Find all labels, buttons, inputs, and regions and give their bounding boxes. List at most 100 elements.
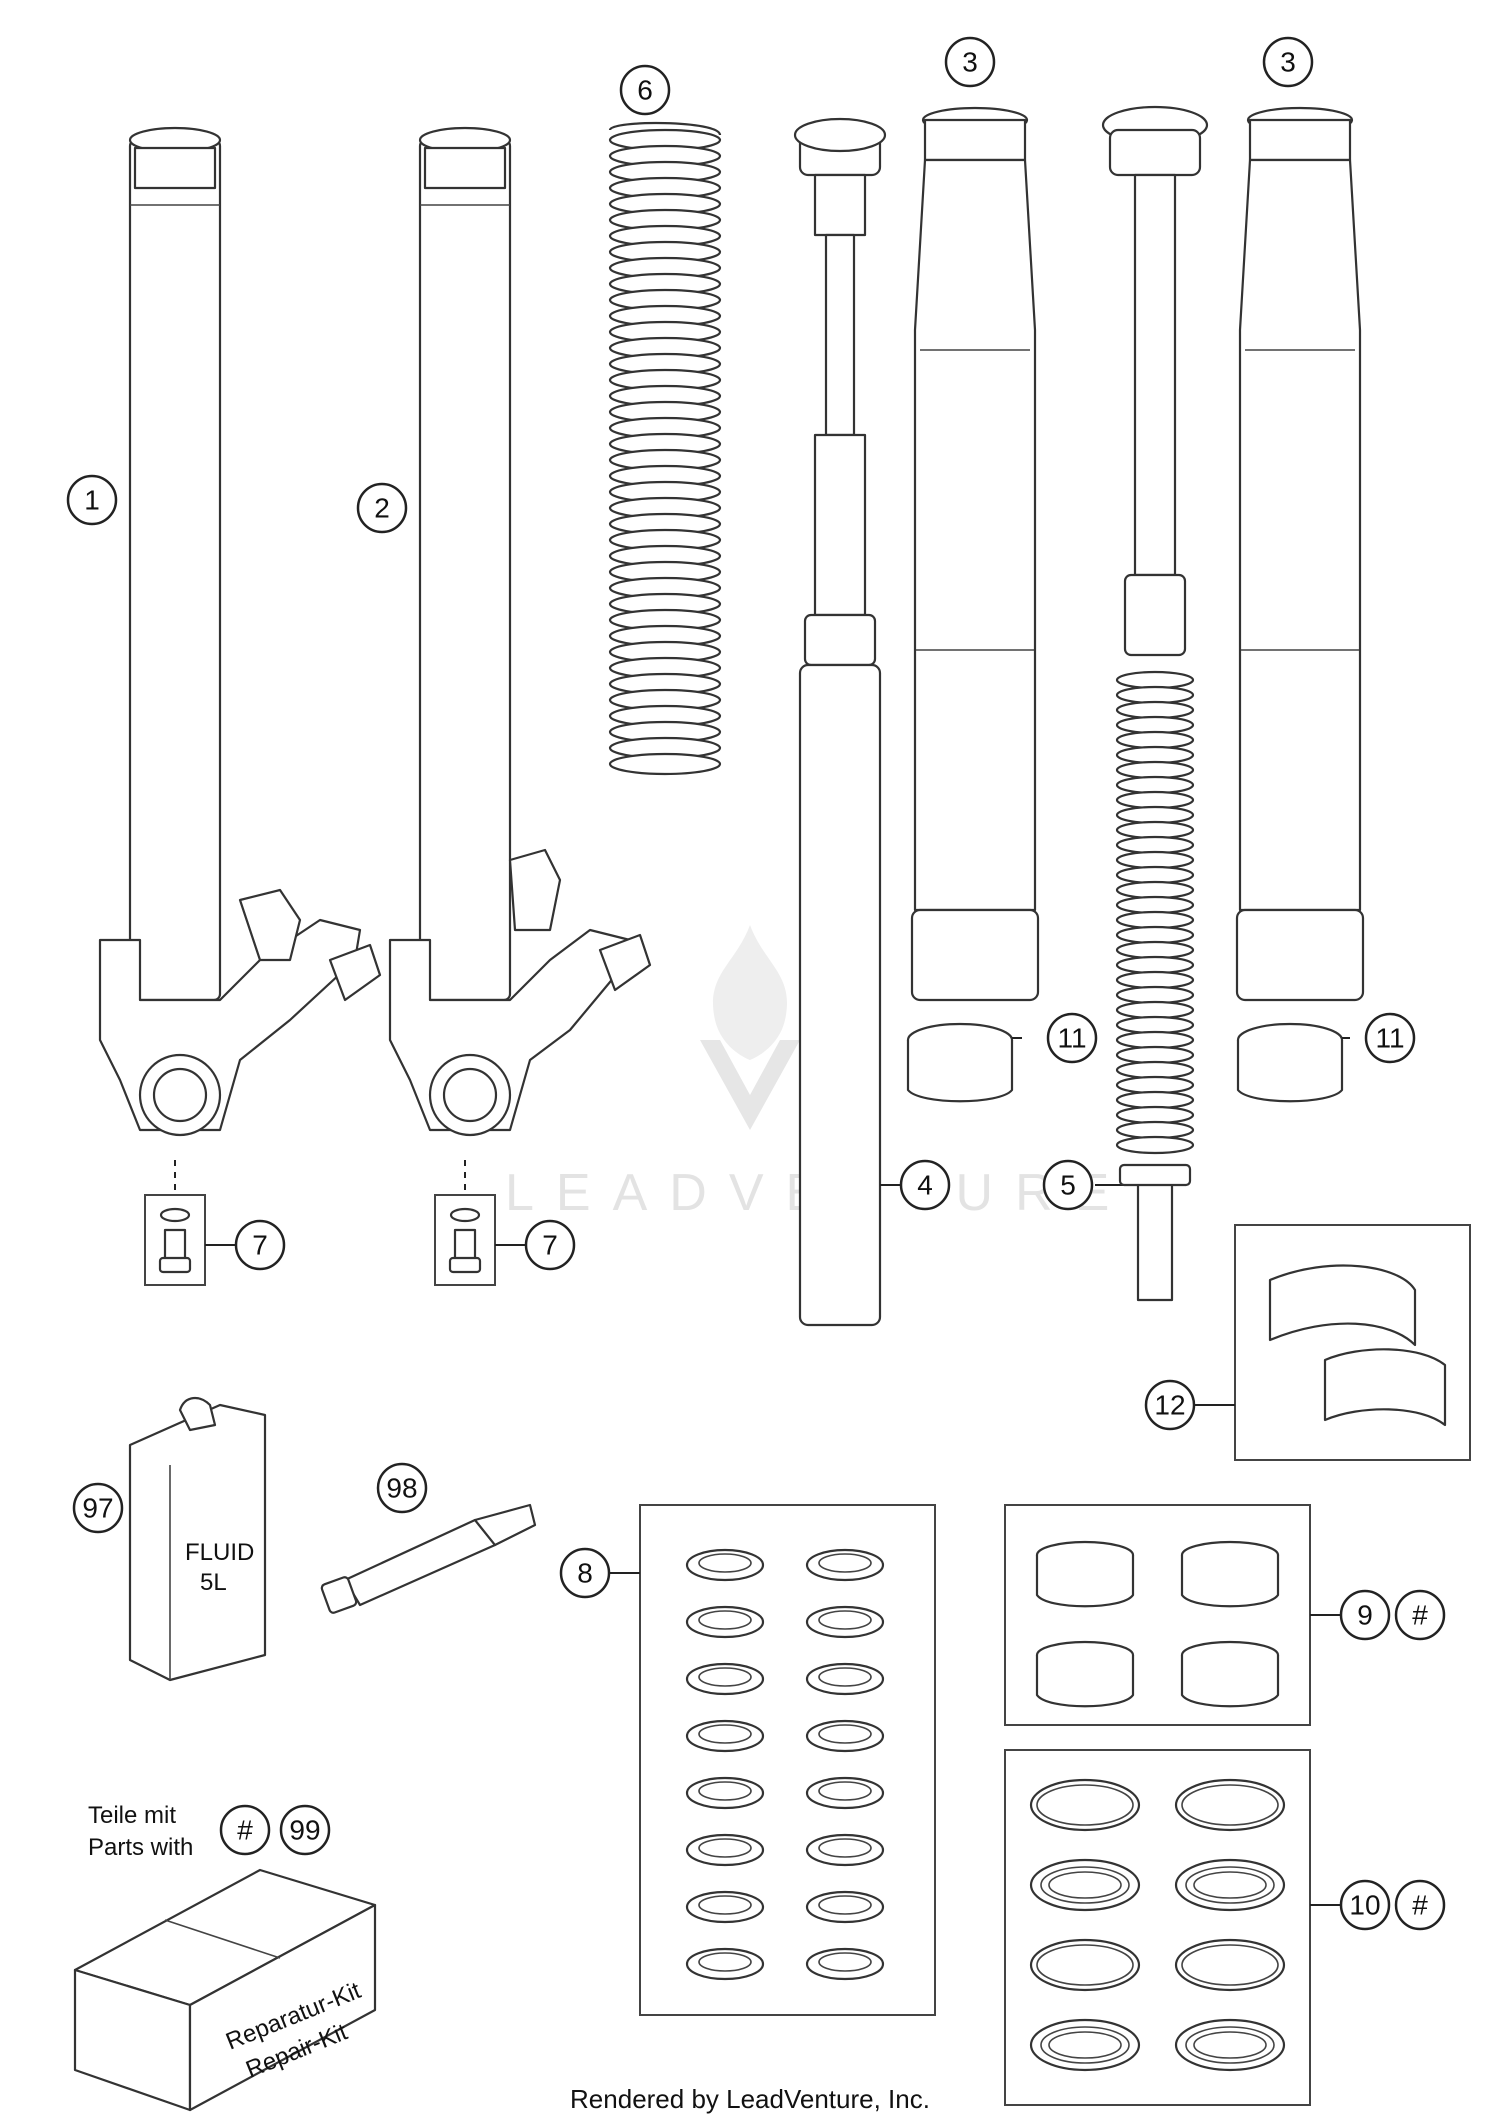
callout-7-left-label: 7 [252,1230,268,1261]
drain-screw-left [144,1194,206,1286]
guide-bushing-body [1180,1655,1280,1708]
spring-coil [1115,1075,1195,1095]
fork-spring [608,121,722,776]
damper-cartridge-left [793,117,887,1327]
spring-coil [1115,1060,1195,1080]
spring-coil [1115,910,1195,930]
callout-8: 8 [559,1547,611,1599]
spring-coil [1115,775,1195,795]
callout-99: 99 [279,1804,331,1856]
spring-bushing-left [906,1022,1014,1103]
spring-coil [1115,940,1195,960]
seal-ring-inner [698,1667,752,1687]
callout-7-left: 7 [234,1219,286,1271]
callout-6-label: 6 [637,75,653,106]
outer-tube-right [388,126,652,1200]
spring-coil [1115,1090,1195,1110]
seal-ring-lip [1040,2026,1130,2064]
fluid-label-line2: 5L [200,1569,227,1596]
fork-oil-can: FLUID 5L [128,1397,267,1682]
spring-seat [1118,1163,1192,1187]
callout-1: 1 [66,474,118,526]
seal-ring-inner [698,1895,752,1915]
outer-tube-left [98,126,382,1200]
spring-coil [1115,805,1195,825]
seal-ring-inner [698,1724,752,1744]
callout-5-label: 5 [1060,1170,1076,1201]
callout-3-right-label: 3 [1280,47,1296,78]
seal-ring-inner [1036,1784,1134,1826]
damper-cartridge-right [1101,105,1209,1302]
callout-7-right-label: 7 [542,1230,558,1261]
seal-kit-box [639,1504,936,2016]
callout-10-hash: # [1394,1879,1446,1931]
seal-ring [1174,1938,1286,1992]
callout-12-label: 12 [1154,1390,1185,1421]
spring-coil [1115,895,1195,915]
spring-coil [1115,1045,1195,1065]
callout-99-hash-label: # [237,1815,253,1846]
kit-note-line1: Teile mit [88,1802,176,1829]
callout-97-label: 97 [82,1493,113,1524]
callout-98-label: 98 [386,1473,417,1504]
callout-2: 2 [356,482,408,534]
seal-ring-lip [1185,1866,1275,1904]
seal-ring-inner [818,1952,872,1972]
guide-bushing-body [1035,1655,1135,1708]
callout-99-hash: # [219,1804,271,1856]
spring-coil [1115,670,1195,690]
callout-3-right: 3 [1262,36,1314,88]
spring-coil [1115,820,1195,840]
spring-coil [1115,1135,1195,1155]
callout-4-label: 4 [917,1170,933,1201]
callout-3-left-label: 3 [962,47,978,78]
callout-4: 4 [899,1159,951,1211]
spring-coil [1115,685,1195,705]
kit-note-line2: Parts with [88,1834,193,1861]
seal-ring-inner [818,1781,872,1801]
spring-coil [1115,790,1195,810]
seal-ring-inner [818,1895,872,1915]
callout-3-left: 3 [944,36,996,88]
callout-9-hash: # [1394,1589,1446,1641]
spring-coil [1115,925,1195,945]
callout-10-hash-label: # [1412,1890,1428,1921]
spring-coil [1115,1015,1195,1035]
callout-11-left-label: 11 [1057,1023,1086,1054]
spring-coil [1115,1105,1195,1125]
callout-8-label: 8 [577,1558,593,1589]
spring-coil [1115,880,1195,900]
seal-ring-inner [698,1610,752,1630]
seal-ring-inner [818,1610,872,1630]
callout-98: 98 [376,1462,428,1514]
callout-11-left: 11 [1046,1012,1098,1064]
spring-coil [1115,715,1195,735]
seal-ring [1174,2018,1286,2072]
seal-ring-inner [1036,1944,1134,1986]
spring-coil [1115,835,1195,855]
callout-9: 9 [1339,1589,1391,1641]
callout-10: 10 [1339,1879,1391,1931]
spring-coil [1115,700,1195,720]
seal-ring [1174,1778,1286,1832]
repair-kit-box: Reparatur-Kit Repair-Kit [73,1868,377,2112]
footer-credit: Rendered by LeadVenture, Inc. [570,2084,930,2114]
spring-coil [1115,955,1195,975]
callout-11-right-label: 11 [1375,1023,1404,1054]
seal-ring-inner [818,1553,872,1573]
inner-tube-left [910,106,1040,1002]
clamp-shells-kit [1234,1224,1471,1461]
spring-coil [1115,1030,1195,1050]
bushing-kit-box [1004,1504,1311,1726]
callout-11-right: 11 [1364,1012,1416,1064]
spring-coil [608,752,722,776]
callout-5: 5 [1042,1159,1094,1211]
seal-ring-inner [698,1553,752,1573]
callout-2-label: 2 [374,493,390,524]
drain-screw-right [434,1194,496,1286]
callout-7-right: 7 [524,1219,576,1271]
spring-bushing-right [1236,1022,1344,1103]
spring-coil [1115,1000,1195,1020]
seal-ring [1029,2018,1141,2072]
